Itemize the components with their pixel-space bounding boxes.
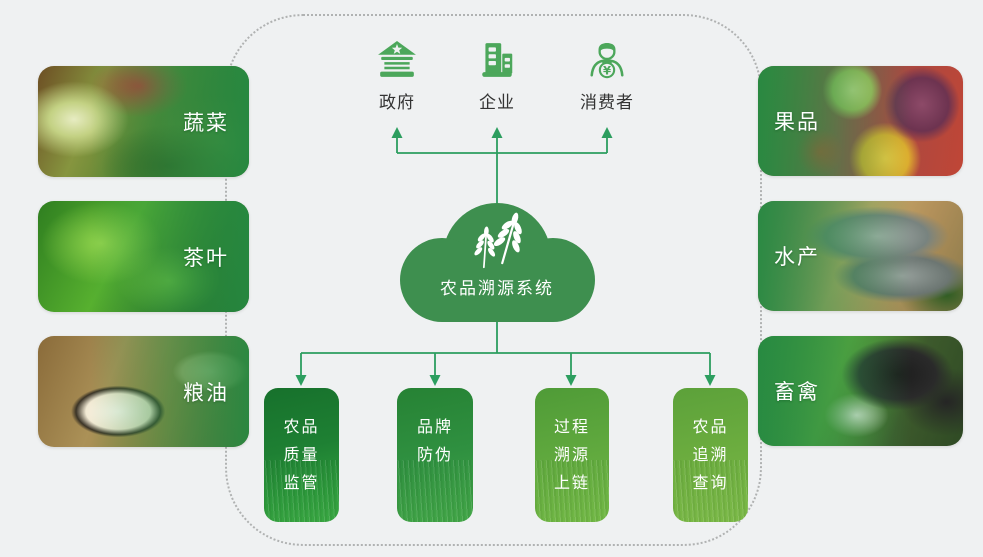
function-box-trace-query: 农品 追溯 查询 [673, 388, 748, 522]
card-label-grain-oil: 粮油 [183, 380, 229, 405]
card-label-aquatic: 水产 [774, 245, 820, 269]
function-label-process-onchain: 过程 溯源 上链 [553, 417, 590, 492]
card-label-tea: 茶叶 [183, 245, 229, 270]
category-card-livestock: 畜禽 [758, 336, 963, 446]
function-box-quality-supervision: 农品 质量 监管 [264, 388, 339, 522]
function-label-brand-anticounterfeit: 品牌 防伪 [416, 417, 453, 464]
cloud [400, 203, 595, 322]
cloud-title: 农品溯源系统 [440, 279, 554, 299]
stakeholder-enterprise: 企业 [447, 40, 547, 113]
wheat-icon [474, 212, 522, 269]
function-box-process-onchain: 过程 溯源 上链 [535, 388, 609, 522]
function-label-quality-supervision: 农品 质量 监管 [283, 417, 320, 492]
stakeholder-label-enterprise: 企业 [479, 93, 515, 113]
yen-symbol: ¥ [603, 63, 611, 77]
connector-lines [300, 136, 711, 376]
category-card-vegetables: 蔬菜 [38, 66, 249, 177]
category-card-aquatic: 水产 [758, 201, 963, 311]
enterprise-icon [482, 43, 513, 77]
function-label-trace-query: 农品 追溯 查询 [692, 417, 729, 492]
category-card-fruit: 果品 [758, 66, 963, 176]
card-label-livestock: 畜禽 [774, 380, 820, 404]
government-icon [378, 41, 416, 77]
function-box-brand-anticounterfeit: 品牌 防伪 [397, 388, 473, 522]
stakeholder-label-government: 政府 [379, 93, 415, 113]
stakeholder-government: 政府 [347, 40, 447, 113]
category-card-grain-oil: 粮油 [38, 336, 249, 447]
card-label-fruit: 果品 [774, 110, 820, 134]
stakeholder-consumer: ¥ 消费者 [557, 40, 657, 113]
card-label-vegetables: 蔬菜 [183, 110, 229, 135]
category-card-tea: 茶叶 [38, 201, 249, 312]
arrowheads [295, 127, 716, 386]
stakeholder-label-consumer: 消费者 [580, 93, 634, 113]
consumer-icon: ¥ [590, 43, 624, 79]
